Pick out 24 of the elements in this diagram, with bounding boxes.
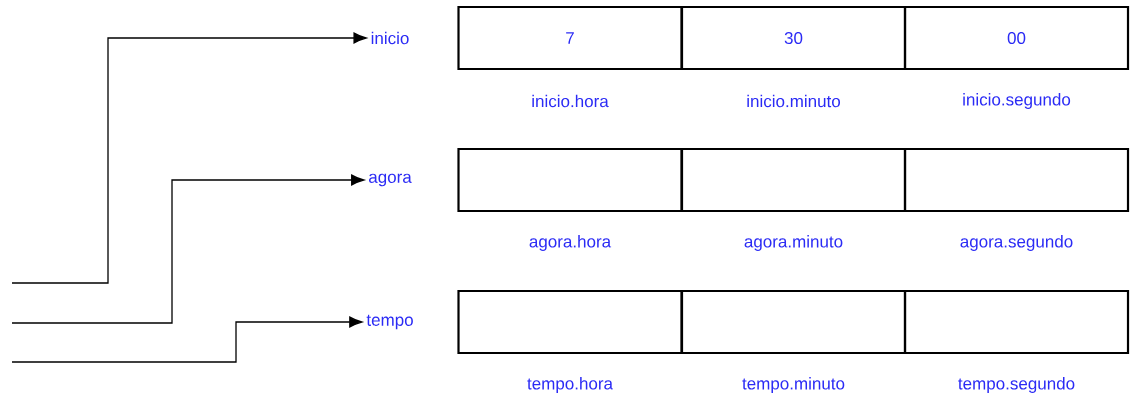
value-cell: 30 <box>680 5 907 71</box>
variable-name: tempo <box>366 314 413 330</box>
field-caption: inicio.minuto <box>747 94 840 108</box>
field-caption: tempo.minuto <box>742 377 845 393</box>
empty-cell <box>457 147 683 213</box>
variable-name: agora <box>369 173 412 187</box>
empty-cell <box>903 147 1130 213</box>
empty-cell <box>457 289 683 355</box>
field-caption: agora.minuto <box>744 235 843 251</box>
field-caption: inicio.hora <box>532 94 609 108</box>
empty-cell <box>680 289 907 355</box>
empty-cell <box>903 289 1130 355</box>
field-caption: tempo.hora <box>527 377 613 393</box>
field-caption: agora.segundo <box>960 235 1073 251</box>
value-cell: 7 <box>457 5 683 71</box>
variable-name: inicio <box>371 31 409 45</box>
field-caption: tempo.segundo <box>958 377 1075 393</box>
field-caption: inicio.segundo <box>963 93 1071 109</box>
arrow <box>11 174 365 324</box>
value-cell: 00 <box>903 5 1130 71</box>
arrow <box>11 32 367 284</box>
field-caption: agora.hora <box>529 235 612 251</box>
arrow <box>11 316 363 363</box>
empty-cell <box>680 147 907 213</box>
